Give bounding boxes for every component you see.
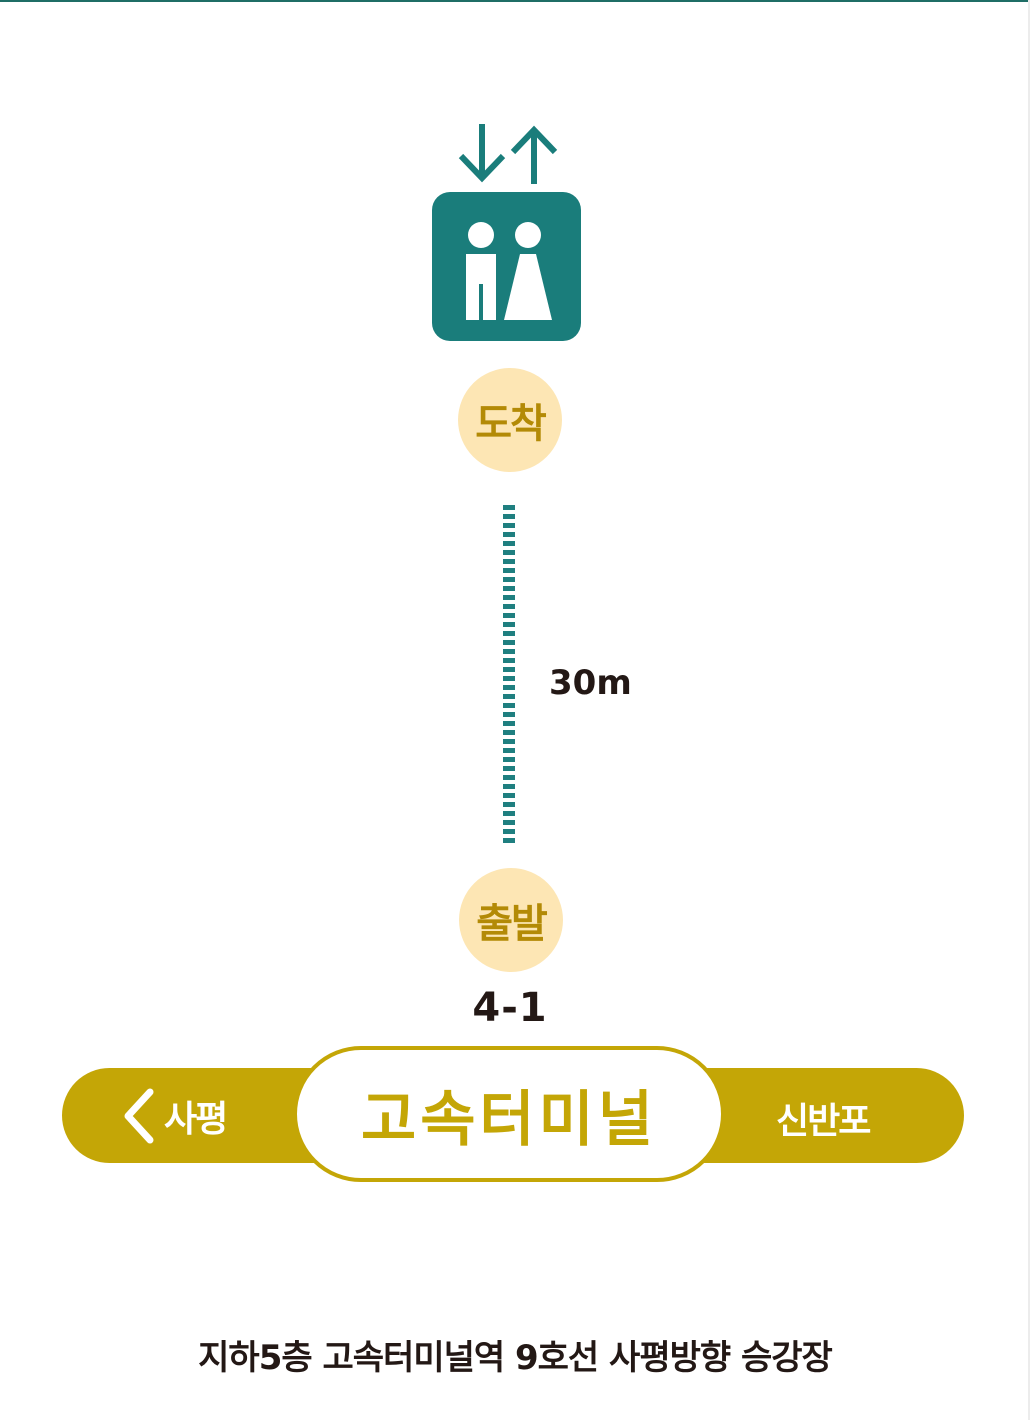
current-station-pill: 고속터미널: [293, 1046, 725, 1182]
elevator-icon: [432, 192, 581, 341]
arrival-label: 도착: [475, 401, 547, 447]
arrival-badge: 도착: [458, 368, 562, 472]
next-station-label: 신반포: [776, 1101, 871, 1142]
chevron-left-icon: [124, 1088, 154, 1144]
previous-station-label: 사평: [164, 1099, 228, 1140]
right-border-line: [1028, 0, 1030, 1420]
platform-caption: 지하5층 고속터미널역 9호선 사평방향 승강장: [198, 1338, 833, 1378]
platform-door-code: 4-1: [472, 985, 548, 1031]
walking-path-dotted-line: [503, 505, 515, 847]
top-border-line: [0, 0, 1030, 2]
distance-label: 30m: [549, 663, 632, 703]
current-station-name: 고속터미널: [361, 1084, 657, 1155]
departure-label: 출발: [476, 901, 548, 947]
previous-station: 사평: [120, 1088, 228, 1144]
next-station: 신반포: [776, 1090, 871, 1146]
departure-badge: 출발: [459, 868, 563, 972]
down-up-arrows-icon: [458, 124, 558, 184]
